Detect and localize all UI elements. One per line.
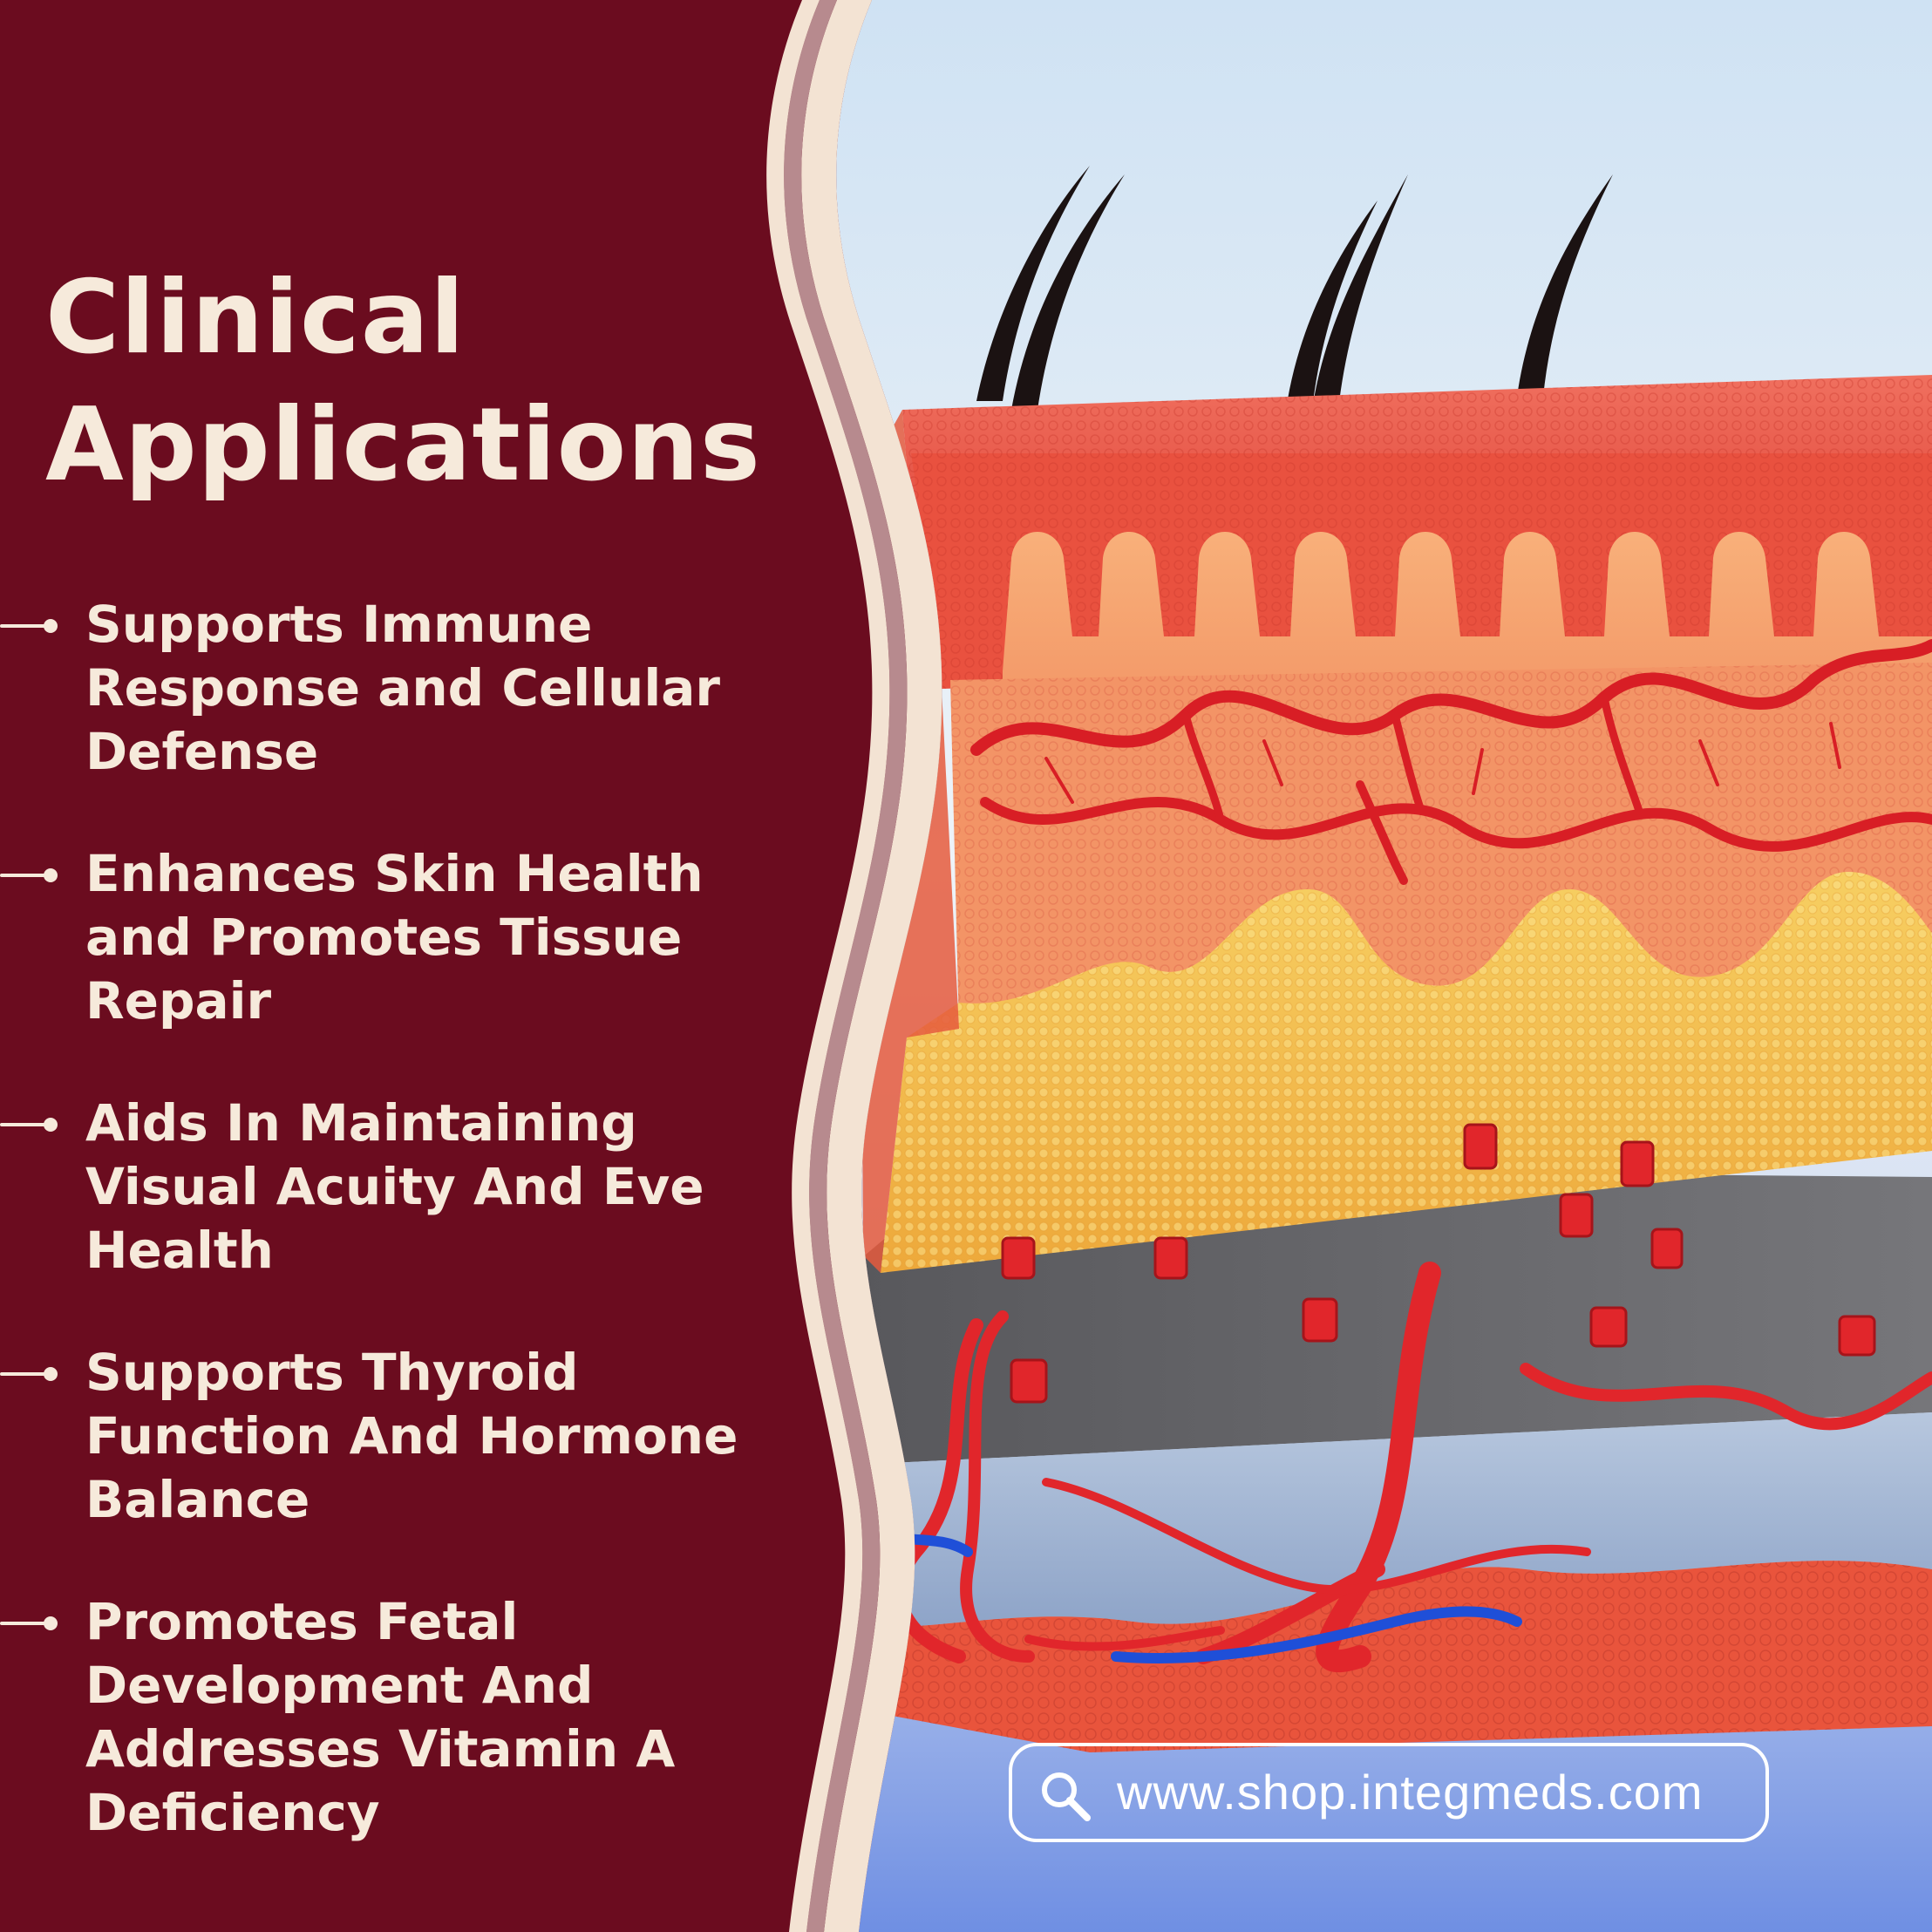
bullet-marker-icon xyxy=(0,1118,59,1132)
website-link[interactable]: www.shop.integmeds.com xyxy=(1009,1743,1769,1842)
list-item: Supports Thyroid Function And Hormone Ba… xyxy=(0,1341,837,1590)
list-item-line: Enhances Skin Health xyxy=(85,844,704,903)
page-title: Clinical Applications xyxy=(45,255,761,509)
list-item-line: Function And Hormone xyxy=(85,1406,738,1466)
list-item-line: Promotes Fetal xyxy=(85,1592,519,1651)
list-item-line: Balance xyxy=(85,1470,310,1529)
wave-ribbon-mid xyxy=(784,0,908,1932)
list-item-line: Supports Immune xyxy=(85,595,593,654)
title-line: Applications xyxy=(45,386,761,504)
list-item-line: Repair xyxy=(85,971,272,1031)
wave-ribbon-outer xyxy=(801,0,942,1932)
list-item-line: Aids In Maintaining xyxy=(85,1093,637,1153)
list-item-line: Supports Thyroid xyxy=(85,1343,579,1402)
vessel-stubs xyxy=(1001,1123,1876,1404)
list-item: Promotes Fetal Development And Addresses… xyxy=(0,1590,837,1842)
list-item-text: Promotes Fetal Development And Addresses… xyxy=(85,1590,827,1845)
list-item-line: Response and Cellular xyxy=(85,658,720,718)
list-item-line: Visual Acuity And Eve xyxy=(85,1157,704,1216)
large-vessels xyxy=(867,1262,1932,1673)
list-item-text: Aids In Maintaining Visual Acuity And Ev… xyxy=(85,1092,827,1282)
list-item-line: Deficiency xyxy=(85,1783,380,1842)
hair-strands xyxy=(976,166,1613,410)
bullet-marker-icon xyxy=(0,619,59,633)
list-item-line: Health xyxy=(85,1221,274,1280)
bullet-marker-icon xyxy=(0,1367,59,1381)
search-icon xyxy=(1042,1772,1091,1821)
capillary-network xyxy=(970,639,1932,885)
list-item-text: Supports Immune Response and Cellular De… xyxy=(85,593,827,784)
list-item-text: Supports Thyroid Function And Hormone Ba… xyxy=(85,1341,827,1532)
list-item-line: Defense xyxy=(85,722,319,781)
list-item-line: Development And xyxy=(85,1656,594,1715)
applications-list: Supports Immune Response and Cellular De… xyxy=(0,593,837,1842)
list-item-text: Enhances Skin Health and Promotes Tissue… xyxy=(85,842,827,1033)
website-url[interactable]: www.shop.integmeds.com xyxy=(1117,1765,1704,1820)
wave-ribbon-inner xyxy=(766,0,890,1932)
list-item: Supports Immune Response and Cellular De… xyxy=(0,593,837,842)
list-item: Enhances Skin Health and Promotes Tissue… xyxy=(0,842,837,1092)
bullet-marker-icon xyxy=(0,1616,59,1630)
bullet-marker-icon xyxy=(0,868,59,882)
list-item-line: and Promotes Tissue xyxy=(85,908,683,967)
list-item: Aids In Maintaining Visual Acuity And Ev… xyxy=(0,1092,837,1341)
title-line: Clinical xyxy=(45,259,466,377)
list-item-line: Addresses Vitamin A xyxy=(85,1719,676,1779)
